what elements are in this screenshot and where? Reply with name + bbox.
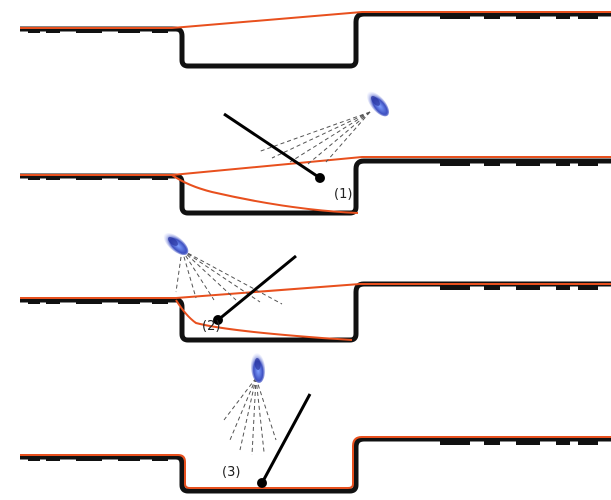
roller-tip	[213, 315, 223, 325]
spray-cone	[223, 377, 277, 456]
roller-arm	[223, 112, 321, 180]
film-layer-lower	[175, 299, 353, 341]
spray-nozzle-icon	[250, 353, 266, 383]
roller-tip	[257, 478, 267, 488]
stage-label: (1)	[334, 187, 352, 202]
stage-label: (3)	[222, 465, 240, 480]
stage-2: (2)	[20, 232, 611, 343]
film-layer-upper	[20, 156, 611, 176]
stage-0	[20, 11, 611, 69]
mold-profile	[20, 436, 611, 494]
film-layer-lower	[171, 174, 359, 214]
roller-tip	[315, 173, 325, 183]
spray-nozzle-icon	[366, 91, 390, 117]
mold-profile	[20, 281, 611, 343]
film-layer	[20, 436, 611, 489]
stage-1: (1)	[20, 91, 611, 216]
roller-arm	[260, 393, 312, 484]
stage-label: (2)	[202, 319, 220, 334]
mold-profile	[20, 158, 611, 216]
film-layer	[20, 283, 611, 299]
roller-arm	[217, 254, 297, 322]
mold-profile	[20, 11, 611, 69]
spray-cone	[175, 249, 283, 305]
spray-cone	[257, 111, 371, 165]
stage-3: (3)	[20, 353, 611, 494]
film-layer	[20, 11, 611, 29]
spray-nozzle-icon	[163, 232, 189, 256]
